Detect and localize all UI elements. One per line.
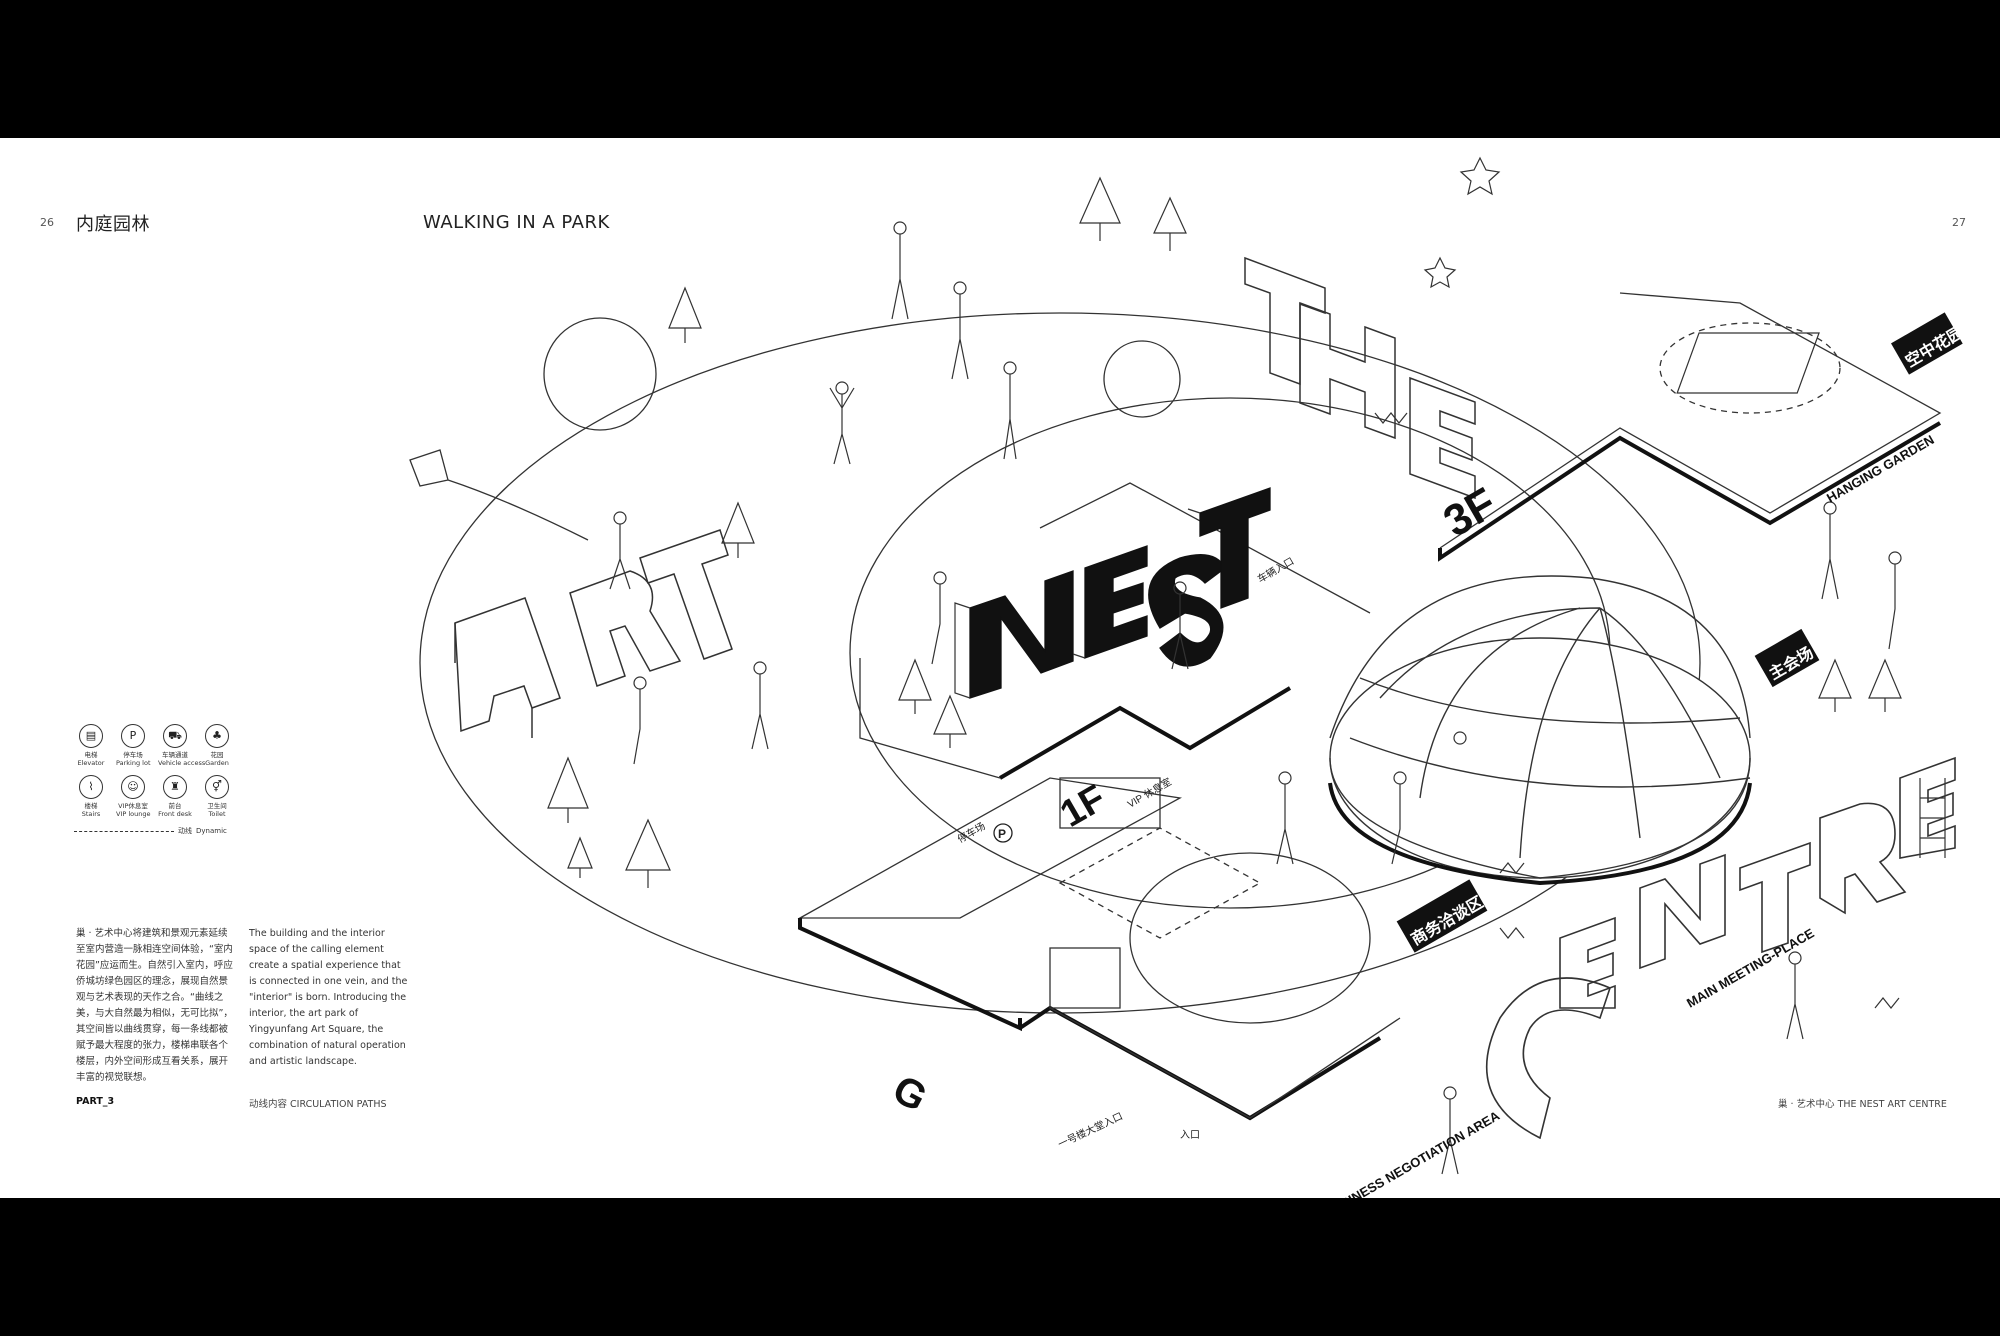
floor-1f-platform (998, 686, 1292, 780)
legend-label-cn: 楼梯 (84, 802, 98, 810)
parking-icon (993, 823, 1013, 843)
legend-label-cn: 卫生间 (207, 802, 227, 810)
tree-group (547, 176, 1902, 888)
book-spread: 3F 1F G 空中花园 HANGING GARDEN 主会场 MAIN MEE… (0, 138, 2000, 1198)
legend-label-cn: VIP休息室 (118, 802, 148, 810)
people-figures (609, 156, 1946, 1175)
kite (409, 449, 589, 541)
legend-label-cn: 花园 (210, 751, 224, 759)
art-letters (454, 529, 733, 738)
the-letters (1244, 256, 1476, 500)
floor-3f-platform (1438, 292, 1942, 562)
legend-label-cn: 停车场 (123, 751, 143, 759)
right-page-number: 27 (1952, 216, 1966, 229)
moon-right (1103, 340, 1181, 418)
page-title-cn: 内庭园林 (76, 214, 150, 235)
legend-item: ♣ 花园 Garden (200, 724, 234, 767)
floor-g-label: G (886, 1067, 934, 1120)
svg-text:P: P (998, 827, 1006, 841)
icon-legend: ▤ 电梯 Elevator P 停车场 Parking lot ⛟ 车辆通道 V… (74, 724, 244, 836)
dashed-arrow-icon (74, 830, 174, 832)
vip-icon: ☺ (121, 775, 145, 799)
tag-hanging-en: HANGING GARDEN (1824, 432, 1937, 506)
legend-label-en: Elevator (77, 759, 105, 767)
dynamic-label-cn: 动线 (178, 827, 192, 835)
legend-item: ☺ VIP休息室 VIP lounge (116, 775, 151, 818)
floor-3f-label: 3F (1436, 479, 1505, 547)
dynamic-label-en: Dynamic (196, 827, 227, 835)
body-text-cn: 巢 · 艺术中心将建筑和景观元素延续至室内营造一脉相连空间体验，“室内花园”应运… (76, 927, 233, 1083)
legend-label-cn: 车辆通道 (162, 751, 188, 759)
tag-business-en: BUSINESS NEGOTIATION AREA (1322, 1108, 1503, 1198)
legend-label-cn: 电梯 (84, 751, 98, 759)
legend-label-cn: 前台 (168, 802, 182, 810)
centre-letters (1485, 756, 1956, 1140)
legend-label-en: VIP lounge (116, 810, 151, 818)
body-text-en: The building and the interior space of t… (249, 927, 408, 1067)
label-entry: 入口 (1180, 1130, 1200, 1141)
nest-letters (954, 487, 1271, 699)
footer-brand: 巢 · 艺术中心 THE NEST ART CENTRE (1778, 1099, 1947, 1110)
legend-label-en: Toilet (208, 810, 226, 818)
legend-item: ⌇ 楼梯 Stairs (74, 775, 108, 818)
legend-item: ⛟ 车辆通道 Vehicle access (158, 724, 206, 767)
footer-section: 动线内容 CIRCULATION PATHS (249, 1099, 387, 1110)
legend-row: ▤ 电梯 Elevator P 停车场 Parking lot ⛟ 车辆通道 V… (74, 724, 244, 767)
legend-label-en: Vehicle access (158, 759, 206, 767)
tag-main-en: MAIN MEETING-PLACE (1684, 925, 1817, 1010)
tag-business: 商务洽谈区 BUSINESS NEGOTIATION AREA (1322, 879, 1503, 1198)
desk-icon: ♜ (163, 775, 187, 799)
left-page-number: 26 (40, 216, 54, 229)
legend-item: P 停车场 Parking lot (116, 724, 151, 767)
footer-part: PART_3 (76, 1096, 115, 1107)
stairs-icon: ⌇ (79, 775, 103, 799)
car-icon: ⛟ (163, 724, 187, 748)
floor-g-platform (797, 777, 1401, 1121)
elevator-icon: ▤ (79, 724, 103, 748)
parking-icon: P (121, 724, 145, 748)
legend-label-en: Garden (205, 759, 229, 767)
legend-label-en: Front desk (158, 810, 192, 818)
legend-item: ⚥ 卫生间 Toilet (200, 775, 234, 818)
legend-row: ⌇ 楼梯 Stairs ☺ VIP休息室 VIP lounge ♜ 前台 Fro… (74, 775, 244, 818)
moon-left (543, 317, 657, 431)
toilet-icon: ⚥ (205, 775, 229, 799)
legend-label-en: Stairs (81, 810, 101, 818)
legend-label-en: Parking lot (116, 759, 151, 767)
legend-item: ♜ 前台 Front desk (158, 775, 192, 818)
legend-item: ▤ 电梯 Elevator (74, 724, 108, 767)
label-main-entry: 一号楼大堂入口 (1056, 1109, 1125, 1150)
page-title-en: WALKING IN A PARK (423, 212, 610, 233)
isometric-diagram: 3F 1F G 空中花园 HANGING GARDEN 主会场 MAIN MEE… (409, 156, 1967, 1198)
dynamic-legend: 动线 Dynamic (74, 826, 244, 836)
tree-icon: ♣ (205, 724, 229, 748)
dome (1328, 575, 1752, 886)
